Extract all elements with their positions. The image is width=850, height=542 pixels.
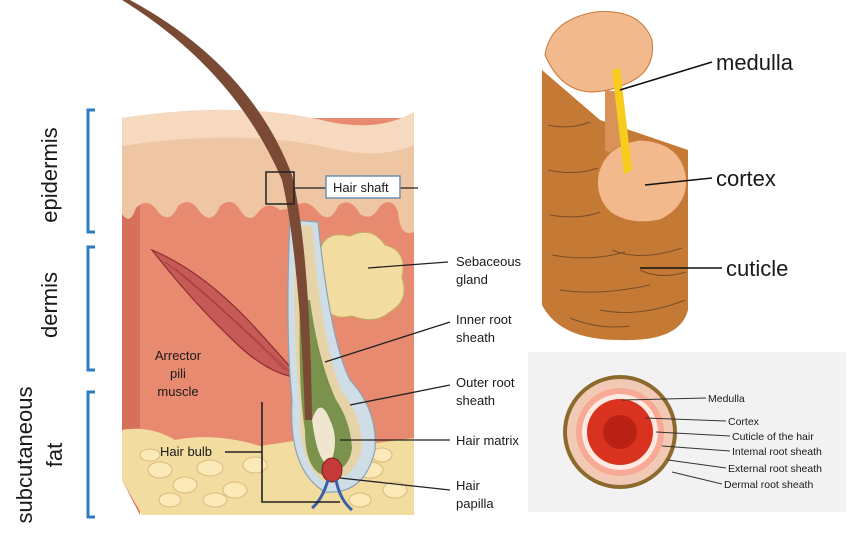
hair-shaft-cylinder <box>542 11 688 341</box>
label-hair-shaft: Hair shaft <box>333 180 389 195</box>
medulla-strip <box>612 68 632 174</box>
layer-brackets <box>86 108 95 519</box>
top-cap <box>544 11 654 93</box>
label-hair-bulb: Hair bulb <box>160 444 212 459</box>
muscle-fibers <box>164 261 291 373</box>
label-outer-root-2: sheath <box>456 393 495 408</box>
label-fat: fat <box>42 443 67 467</box>
shaft-leader-lines <box>619 61 722 269</box>
label-cs-internal-root-sheath: Intemal root sheath <box>732 446 822 458</box>
label-hair-papilla-1: Hair <box>456 478 481 493</box>
skin-leader-lines <box>294 187 451 491</box>
subcutaneous-bracket <box>86 390 95 519</box>
label-arrector-2: pili <box>170 366 186 381</box>
papilla-vessel <box>311 479 353 512</box>
green-layer <box>299 300 352 476</box>
label-cs-medulla: Medulla <box>708 393 745 405</box>
cross-section-leader-lines <box>621 397 731 485</box>
label-dermis: dermis <box>37 272 62 338</box>
label-subcutaneous: subcutaneous <box>12 387 37 524</box>
label-medulla: medulla <box>716 50 794 75</box>
step-face <box>605 90 620 158</box>
label-cs-cortex: Cortex <box>728 416 760 428</box>
label-sebaceous-2: gland <box>456 272 488 287</box>
label-inner-root-2: sheath <box>456 330 495 345</box>
label-cs-dermal-root-sheath: Dermal root sheath <box>724 479 813 491</box>
hair-papilla <box>321 457 343 483</box>
label-epidermis: epidermis <box>37 127 62 222</box>
hair-shaft-label-box <box>325 175 401 199</box>
cross-section-circle <box>563 375 677 489</box>
dermis-bracket <box>86 245 95 372</box>
label-arrector-3: muscle <box>157 384 198 399</box>
hair-bulb-bracket <box>225 402 340 503</box>
label-arrector-1: Arrector <box>155 348 202 363</box>
lower-cap <box>597 139 687 223</box>
cuticle-scales <box>547 121 687 328</box>
label-cs-cuticle: Cuticle of the hair <box>732 431 814 443</box>
label-inner-root-1: Inner root <box>456 312 512 327</box>
hair-matrix-region <box>312 407 335 465</box>
label-outer-root-1: Outer root <box>456 375 515 390</box>
label-cuticle: cuticle <box>726 256 788 281</box>
label-hair-papilla-2: papilla <box>456 496 494 511</box>
label-cs-external-root-sheath: External root sheath <box>728 463 822 475</box>
skin-cross-section <box>122 0 414 515</box>
label-hair-matrix: Hair matrix <box>456 433 519 448</box>
epidermis-bracket <box>86 108 95 234</box>
label-cortex: cortex <box>716 166 776 191</box>
fat-globules <box>139 447 408 508</box>
label-sebaceous-1: Sebaceous <box>456 254 522 269</box>
medulla-center <box>603 415 637 449</box>
